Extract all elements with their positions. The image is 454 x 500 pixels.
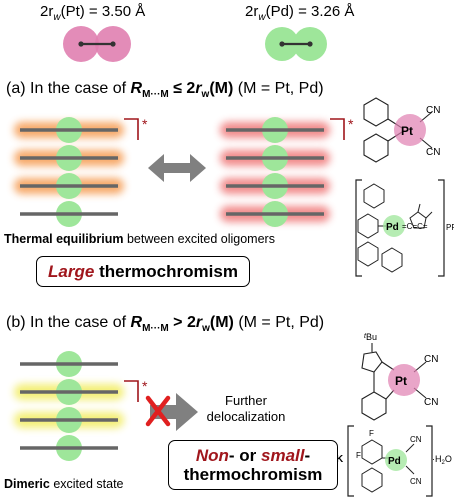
- section-b-heading: (b) In the case of RM···M > 2rw(M) (M = …: [6, 314, 324, 334]
- pd-2-fluoro-1: F: [369, 429, 374, 438]
- pt-2-tbu: tBu: [364, 332, 377, 342]
- excited-star-a-left: *: [142, 116, 148, 132]
- pt-2-highlight: [388, 364, 420, 396]
- section-b-caption: Dimeric excited state: [4, 477, 124, 491]
- pt-1-highlight: [394, 114, 426, 146]
- pd-1-counterion: PF6: [446, 223, 454, 234]
- pd-2-potassium: K: [336, 454, 344, 465]
- pd-complex-2-bracket: [347, 425, 433, 497]
- pd-dimer-spheres: [265, 27, 327, 61]
- excited-star-a-right: *: [348, 116, 354, 132]
- blocked-arrow: [145, 393, 198, 431]
- pd-1-highlight: [383, 215, 405, 237]
- large-thermochromism-text: Large thermochromism: [48, 262, 238, 281]
- small-thermochromism-line2: thermochromism: [183, 465, 323, 484]
- section-a-caption: Thermal equilibrium between excited olig…: [4, 232, 275, 246]
- further-label: Further: [225, 393, 268, 408]
- pt-dimer-spheres: [63, 26, 131, 62]
- equilibrium-double-arrow: [148, 154, 206, 182]
- pd-2-water: ·H2O: [432, 454, 452, 466]
- pd-2-highlight: [385, 449, 407, 471]
- excited-star-b: *: [142, 378, 148, 394]
- pt-1-cn-top: CN: [426, 105, 440, 116]
- pd-2-cn-bottom: CN: [410, 477, 422, 486]
- stack-a-right: *: [220, 116, 354, 227]
- pt-2-cn-top: CN: [424, 354, 438, 365]
- pd-radius-label: 2rw(Pd) = 3.26 Å: [245, 3, 354, 23]
- large-thermochromism-box: Large thermochromism: [36, 256, 250, 287]
- pt-1-metal: Pt: [401, 124, 413, 138]
- pt-1-cn-bottom: CN: [426, 147, 440, 158]
- pt-2-metal: Pt: [395, 374, 407, 388]
- pd-2-cn-top: CN: [410, 435, 422, 444]
- pd-1-metal: Pd: [386, 222, 399, 233]
- small-thermochromism-line1: Non- or small-: [195, 446, 311, 465]
- stack-b: *: [14, 351, 148, 461]
- small-thermochromism-box: Non- or small- thermochromism: [168, 440, 338, 490]
- pt-2-cn-bottom: CN: [424, 397, 438, 408]
- pd-1-vinylidene: =C=C=: [402, 222, 428, 231]
- stack-a-left: *: [14, 116, 148, 227]
- pd-complex-1-bracket: [355, 179, 445, 277]
- pt-radius-label: 2rw(Pt) = 3.50 Å: [40, 3, 145, 23]
- delocalization-label: delocalization: [207, 409, 286, 424]
- pd-complex-2-structure: [361, 439, 415, 493]
- pd-2-fluoro-2: F: [356, 451, 361, 460]
- section-a-heading: (a) In the case of RM···M ≤ 2rw(M) (M = …: [6, 80, 324, 100]
- pd-2-metal: Pd: [388, 456, 401, 467]
